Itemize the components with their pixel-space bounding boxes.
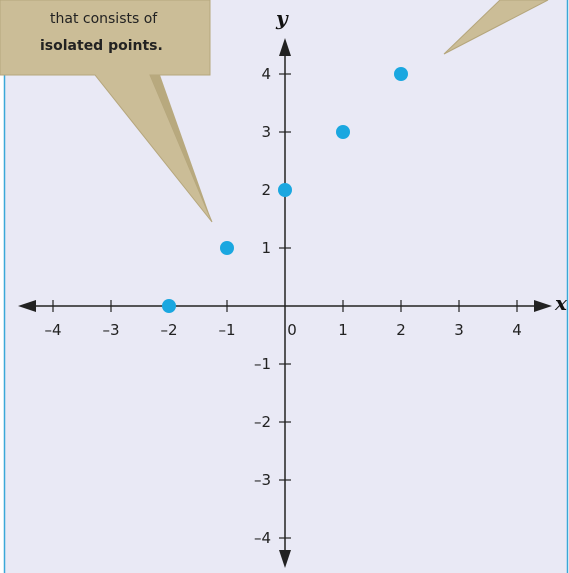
callout-right [443,0,549,55]
data-point [220,241,234,255]
y-tick-label: 1 [261,239,271,257]
x-tick-label: –1 [218,321,235,339]
y-tick-label: –2 [254,413,271,431]
data-point [394,67,408,81]
x-axis-arrow-left [18,300,36,312]
x-tick-label: 2 [396,321,406,339]
y-axis-arrow-up [279,38,291,56]
x-tick-label: –3 [102,321,119,339]
data-point [336,125,350,139]
callout-line-1: that consists of [50,11,158,27]
x-tick-label: 1 [338,321,348,339]
callout-right-pointer [443,0,549,55]
x-tick-label: –2 [160,321,177,339]
x-tick-label: 4 [512,321,522,339]
data-point [162,299,176,313]
y-axis-label: y [275,6,289,30]
y-tick-label: –4 [254,529,271,547]
x-tick-label: 0 [287,321,297,339]
data-points [162,67,408,313]
callout-left-shadow [150,75,212,222]
callout-left: that consists of isolated points. [0,0,213,223]
y-tick-label: 2 [261,181,271,199]
y-tick-label: –1 [254,355,271,373]
x-axis-label: x [554,291,568,315]
x-tick-label: –4 [44,321,61,339]
callout-line-2: isolated points. [40,38,163,54]
x-axis-arrow-right [534,300,552,312]
y-tick-label: 3 [261,123,271,141]
y-axis [279,38,291,568]
data-point [278,183,292,197]
plot-panel [4,0,568,573]
x-tick-label: 3 [454,321,464,339]
y-axis-arrow-down [279,550,291,568]
y-tick-label: 4 [261,65,271,83]
y-tick-label: –3 [254,471,271,489]
tick-labels: –4 –3 –2 –1 0 1 2 3 4 4 3 2 1 –1 –2 –3 –4 [44,65,521,547]
